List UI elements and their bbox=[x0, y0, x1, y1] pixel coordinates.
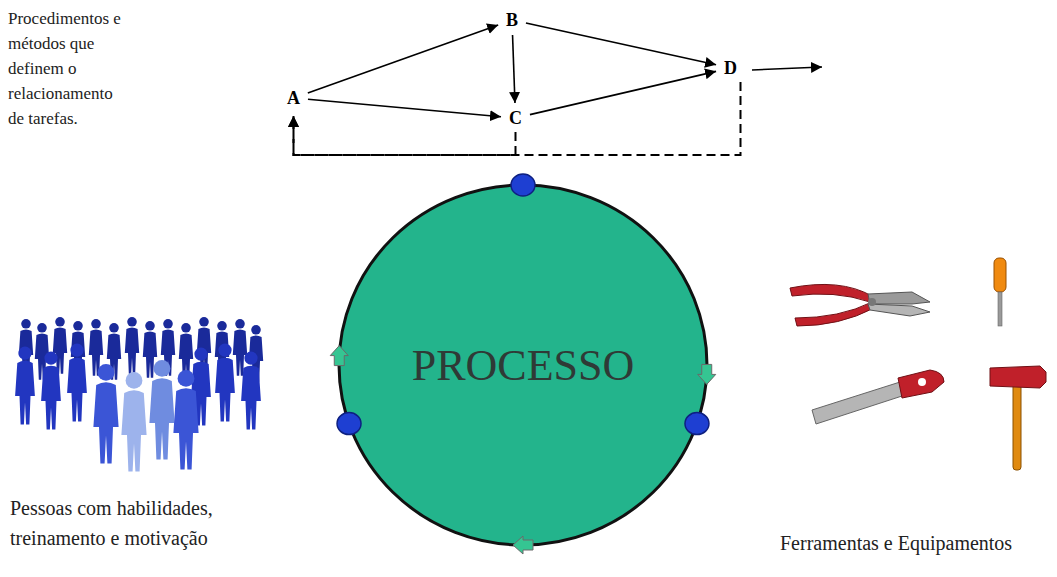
process-label: PROCESSO bbox=[412, 340, 635, 391]
cycle-arrow bbox=[513, 536, 533, 554]
task-node: A bbox=[282, 86, 305, 110]
task-letter: D bbox=[724, 58, 737, 78]
blue-dot bbox=[685, 413, 709, 435]
feedback-connector bbox=[294, 82, 741, 155]
cycle-arrow bbox=[330, 346, 348, 366]
task-letter: C bbox=[509, 108, 522, 128]
task-connector bbox=[530, 71, 716, 114]
cycle-arrow bbox=[698, 364, 716, 384]
process-circle: PROCESSO bbox=[337, 183, 709, 547]
task-node: B bbox=[501, 8, 523, 32]
caption-text: Procedimentos e métodos que definem o re… bbox=[8, 6, 133, 131]
screwdriver-icon bbox=[994, 258, 1006, 326]
task-connector bbox=[308, 25, 498, 93]
caption-text: Pessoas com habilidades, treinamento e m… bbox=[10, 493, 285, 553]
task-connector bbox=[526, 23, 716, 65]
task-connector bbox=[308, 99, 501, 116]
task-letter: B bbox=[506, 10, 518, 30]
output-arrow bbox=[752, 67, 822, 70]
feedback-connector bbox=[294, 116, 516, 155]
saw-icon bbox=[812, 370, 944, 424]
task-node: C bbox=[504, 106, 527, 130]
task-letter: A bbox=[287, 88, 300, 108]
blue-dot bbox=[337, 413, 361, 435]
blue-dot bbox=[511, 174, 535, 196]
task-node: D bbox=[719, 56, 742, 80]
caption-text: Ferramentas e Equipamentos bbox=[780, 530, 1012, 556]
task-connector bbox=[513, 35, 515, 103]
process-circle-shape bbox=[339, 185, 707, 545]
front-row bbox=[93, 360, 198, 471]
hammer-icon bbox=[990, 366, 1046, 470]
pliers-icon bbox=[790, 284, 930, 326]
